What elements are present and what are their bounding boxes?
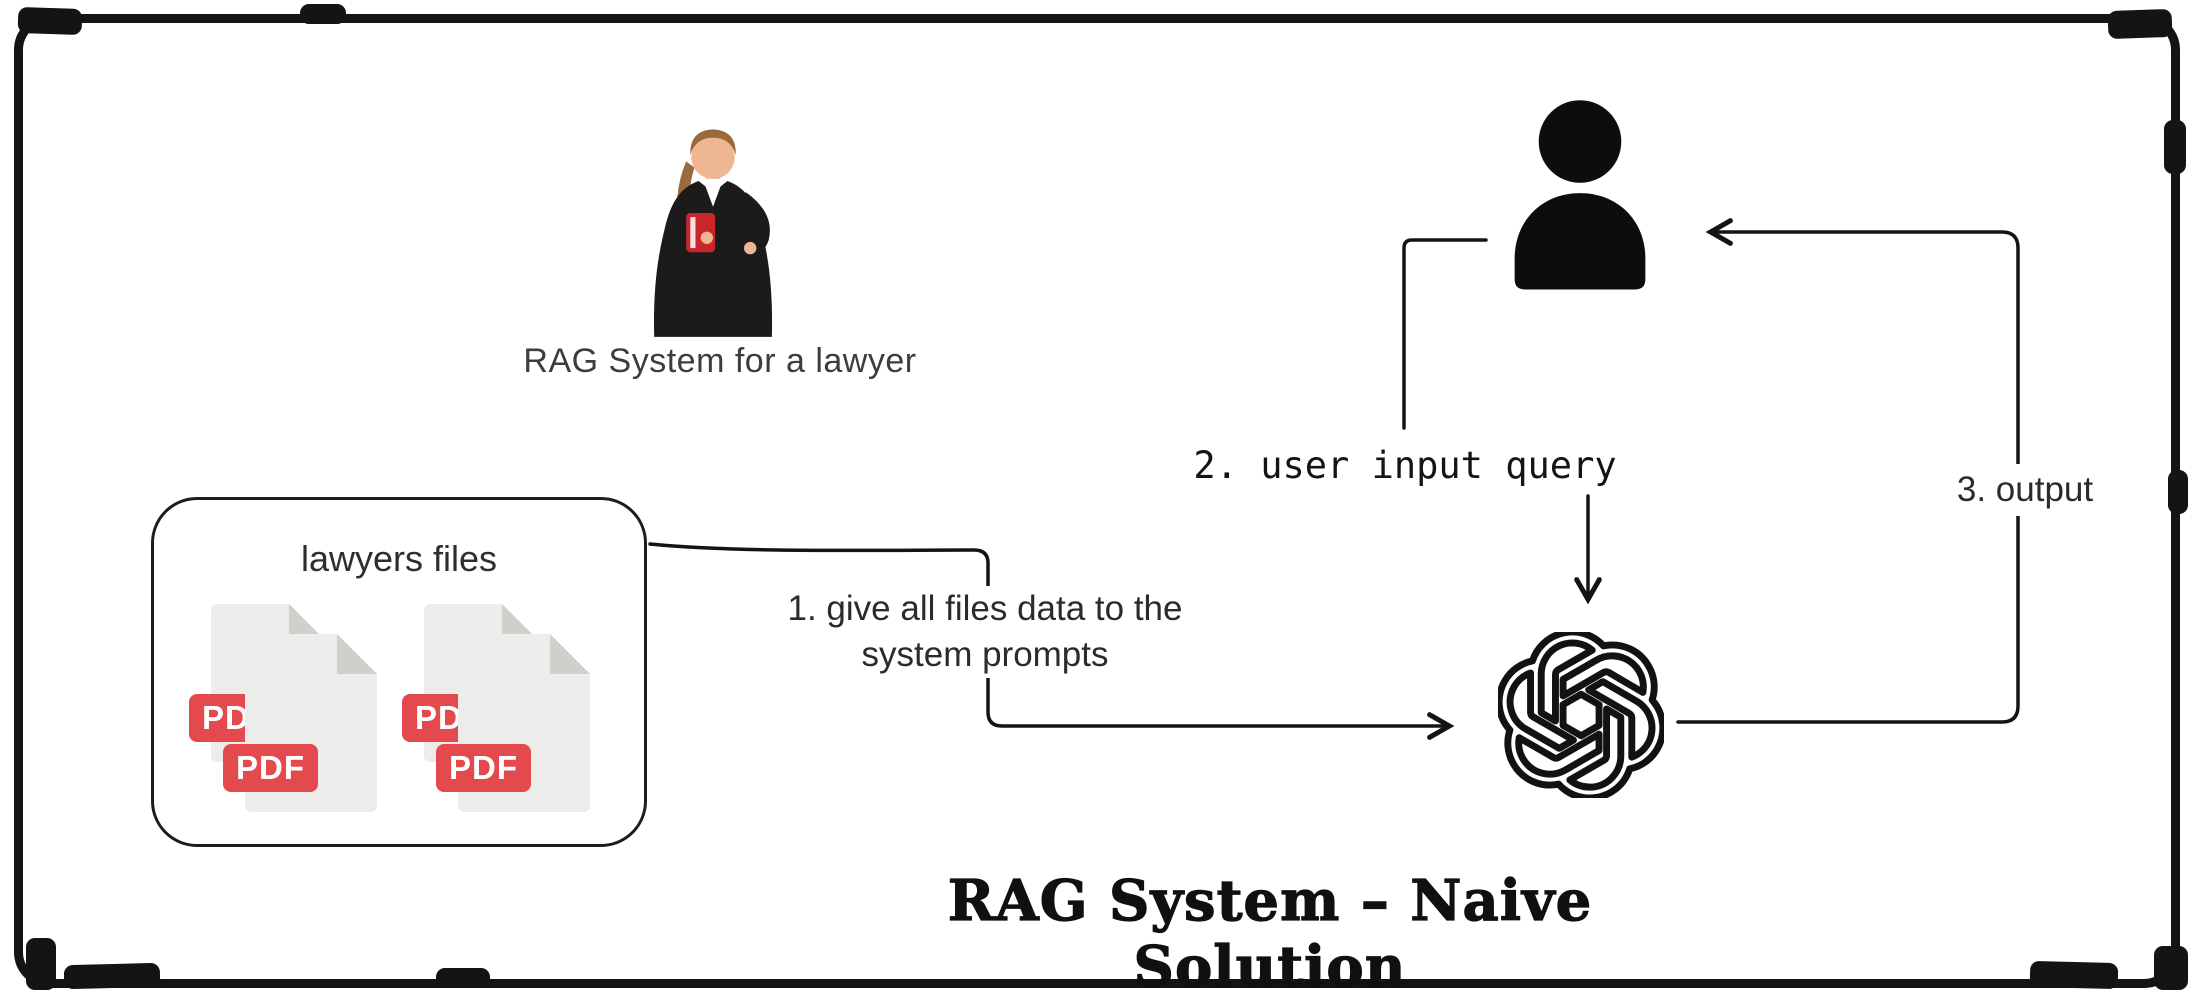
openai-mark [1495, 628, 1667, 802]
lawyer-caption: RAG System for a lawyer [523, 342, 917, 380]
step1-line2: system prompts [861, 635, 1109, 675]
pdf-badge: PDF [223, 744, 318, 792]
frame-blob [436, 968, 490, 988]
step1-line1: 1. give all files data to the [787, 589, 1183, 628]
pdf-badge: PDF [436, 744, 531, 792]
frame-blob [17, 6, 83, 36]
lawyer-illustration [653, 129, 773, 337]
user-silhouette [1514, 100, 1646, 290]
frame-blob [300, 4, 346, 24]
files-box-label: lawyers files [300, 538, 498, 579]
pdf-files-group: PDF PDF [185, 604, 380, 830]
frame-blob [2168, 470, 2188, 514]
pdf-file-icon: PDF [436, 634, 590, 812]
frame-blob [2029, 960, 2119, 990]
pdf-files-group: PDF PDF [398, 604, 593, 830]
frame-blob [2154, 946, 2188, 990]
step1-label: 1. give all files data to the system pro… [740, 586, 1230, 679]
user-icon [1494, 96, 1666, 304]
arrow-user-to-query [1402, 238, 1488, 430]
diagram-title: RAG System – Naive Solution [947, 867, 1593, 1000]
pdf-file-icon: PDF [223, 634, 377, 812]
frame-blob [2107, 8, 2173, 40]
folded-corner [550, 634, 590, 674]
frame-blob [26, 938, 56, 990]
folded-corner [337, 634, 377, 674]
lawyer-image [622, 118, 802, 340]
frame-blob [2164, 120, 2186, 174]
step3-label: 3. output [1900, 464, 2150, 516]
frame-blob [63, 962, 161, 990]
step2-label: 2. user input query [1193, 444, 1617, 487]
openai-logo-icon [1495, 628, 1667, 802]
